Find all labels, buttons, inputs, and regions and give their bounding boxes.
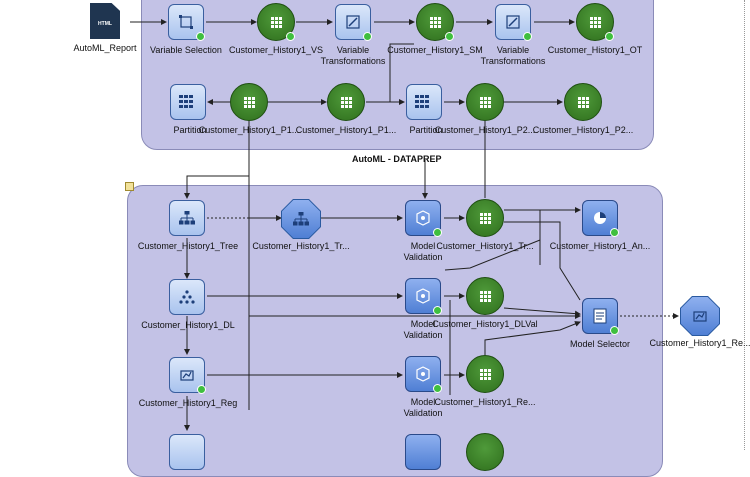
node-label: Customer_History1_Re...	[434, 397, 536, 407]
node-label: Customer_History1_DL	[141, 320, 235, 330]
decision-tree-icon	[169, 200, 205, 236]
pie-chart-icon	[582, 200, 618, 236]
node-label-line2: Validation	[403, 252, 443, 262]
node-label: Customer_History1_P2...	[434, 125, 536, 135]
status-badge	[286, 32, 295, 41]
table-icon	[466, 199, 504, 237]
table-icon	[466, 433, 504, 471]
node-label-line2: Validation	[403, 408, 443, 418]
transform-icon	[335, 4, 371, 40]
node-label: Customer_History1_P1...	[295, 125, 397, 135]
status-badge	[445, 32, 454, 41]
decision-tree-icon	[281, 199, 321, 239]
node-label-line1: Model	[410, 241, 436, 251]
table-icon	[327, 83, 365, 121]
table-icon	[466, 277, 504, 315]
node-label: Customer_History1_VS	[228, 45, 324, 55]
partition-icon	[170, 84, 206, 120]
html-document-icon: HTML	[90, 3, 120, 39]
node-label: Customer_History1_Tr...	[252, 241, 350, 251]
status-badge	[363, 32, 372, 41]
node-label: Customer_History1_Reg	[138, 398, 238, 408]
node-label-line2: Validation	[403, 330, 443, 340]
status-badge	[197, 385, 206, 394]
node-label: Customer_History1_P1...	[198, 125, 300, 135]
model-selector-icon	[582, 298, 618, 334]
table-icon	[466, 355, 504, 393]
status-badge	[605, 32, 614, 41]
table-icon	[466, 83, 504, 121]
status-badge	[433, 228, 442, 237]
regression-model-icon	[680, 296, 720, 336]
node-label: Customer_History1_P2...	[532, 125, 634, 135]
model-validation-icon	[405, 200, 441, 236]
node-label: Customer_History1_Tree	[137, 241, 239, 251]
node-label-line1: Model	[410, 319, 436, 329]
group-collapse-toggle[interactable]	[125, 182, 134, 191]
node-label-line1: Model	[410, 397, 436, 407]
status-badge	[523, 32, 532, 41]
model-icon	[169, 434, 205, 470]
node-label: Customer_History1_An...	[549, 241, 651, 251]
group-label-dataprep: AutoML - DATAPREP	[352, 154, 442, 164]
node-label: Customer_History1_DLVal	[432, 319, 538, 329]
node-label: AutoML_Report	[73, 43, 137, 53]
node-label-line2: Transformations	[320, 56, 386, 66]
status-badge	[433, 306, 442, 315]
node-label-line2: Transformations	[480, 56, 546, 66]
canvas-edge-divider	[744, 0, 747, 450]
status-badge	[610, 228, 619, 237]
node-label: Customer_History1_Tr...	[436, 241, 534, 251]
node-label-line1: Variable	[336, 45, 370, 55]
neural-network-icon	[169, 279, 205, 315]
node-label: Customer_History1_SM	[387, 45, 483, 55]
table-icon	[564, 83, 602, 121]
partition-icon	[406, 84, 442, 120]
model-validation-icon	[405, 434, 441, 470]
node-label: Model Selector	[569, 339, 631, 349]
status-badge	[433, 384, 442, 393]
node-label: Customer_History1_Re...	[649, 338, 750, 348]
table-icon	[230, 83, 268, 121]
node-label: Variable Selection	[150, 45, 222, 55]
status-badge	[610, 326, 619, 335]
node-label: Customer_History1_OT	[547, 45, 643, 55]
node-label-line1: Variable	[496, 45, 530, 55]
node-label: Partition	[409, 125, 443, 135]
regression-icon	[169, 357, 205, 393]
status-badge	[196, 32, 205, 41]
